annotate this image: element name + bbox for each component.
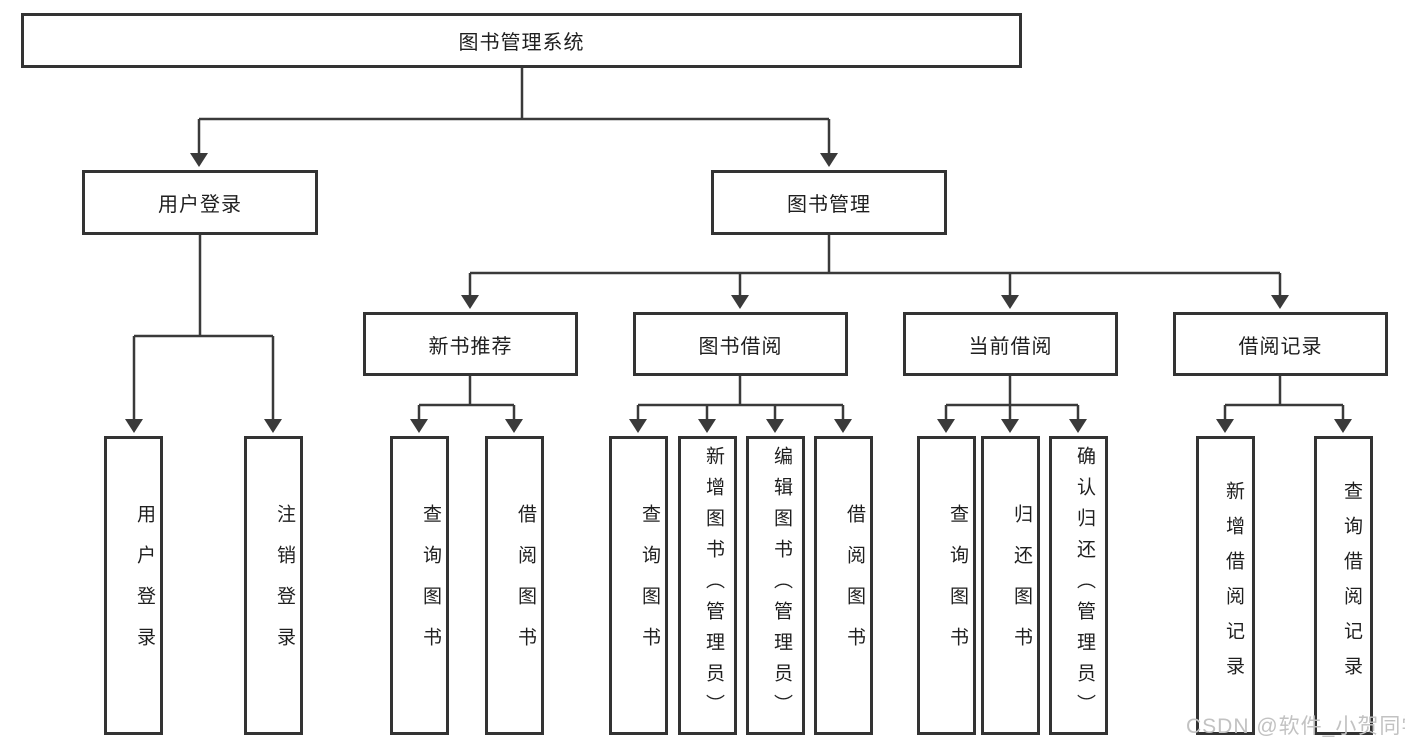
node-label: 图书管理 — [787, 194, 871, 216]
node-book-management: 图书管理 — [711, 170, 947, 235]
node-label: 查询图书 — [420, 503, 441, 668]
leaf-add-borrow-record: 新增借阅记录 — [1196, 436, 1255, 735]
node-label: 确认归还（管理员） — [1074, 446, 1095, 725]
node-label: 归还图书 — [1011, 503, 1032, 668]
node-borrowing-records: 借阅记录 — [1173, 312, 1388, 376]
leaf-query-books-current: 查询图书 — [917, 436, 976, 735]
node-label: 新增图书（管理员） — [703, 446, 724, 725]
node-label: 编辑图书（管理员） — [771, 446, 792, 725]
node-label: 借阅图书 — [515, 503, 536, 668]
csdn-watermark: CSDN @软件_小贺同学 — [1186, 715, 1405, 738]
leaf-borrow-books-recommend: 借阅图书 — [485, 436, 544, 735]
node-library-management-system: 图书管理系统 — [21, 13, 1022, 68]
leaf-borrow-books: 借阅图书 — [814, 436, 873, 735]
leaf-return-books: 归还图书 — [981, 436, 1040, 735]
node-label: 查询图书 — [639, 503, 660, 668]
node-label: 当前借阅 — [968, 335, 1053, 358]
node-book-borrowing: 图书借阅 — [633, 312, 848, 376]
leaf-confirm-return-admin: 确认归还（管理员） — [1049, 436, 1108, 735]
leaf-logout: 注销登录 — [244, 436, 303, 735]
node-label: 图书借阅 — [698, 335, 783, 358]
node-label: 新书推荐 — [428, 335, 513, 358]
node-label: 借阅记录 — [1238, 335, 1323, 358]
leaf-add-books-admin: 新增图书（管理员） — [678, 436, 737, 735]
node-label: 新增借阅记录 — [1223, 480, 1244, 691]
leaf-query-books-recommend: 查询图书 — [390, 436, 449, 735]
node-label: 图书管理系统 — [458, 32, 585, 54]
node-label: 查询图书 — [947, 503, 968, 668]
node-new-book-recommendation: 新书推荐 — [363, 312, 578, 376]
node-label: 借阅图书 — [844, 503, 865, 668]
leaf-edit-books-admin: 编辑图书（管理员） — [746, 436, 805, 735]
node-label: 注销登录 — [274, 503, 295, 668]
leaf-user-login: 用户登录 — [104, 436, 163, 735]
node-user-login: 用户登录 — [82, 170, 318, 235]
node-current-borrowing: 当前借阅 — [903, 312, 1118, 376]
leaf-query-borrow-record: 查询借阅记录 — [1314, 436, 1373, 735]
node-label: 用户登录 — [134, 503, 155, 668]
node-label: 查询借阅记录 — [1341, 480, 1362, 691]
leaf-query-books-borrow: 查询图书 — [609, 436, 668, 735]
node-label: 用户登录 — [158, 194, 242, 216]
